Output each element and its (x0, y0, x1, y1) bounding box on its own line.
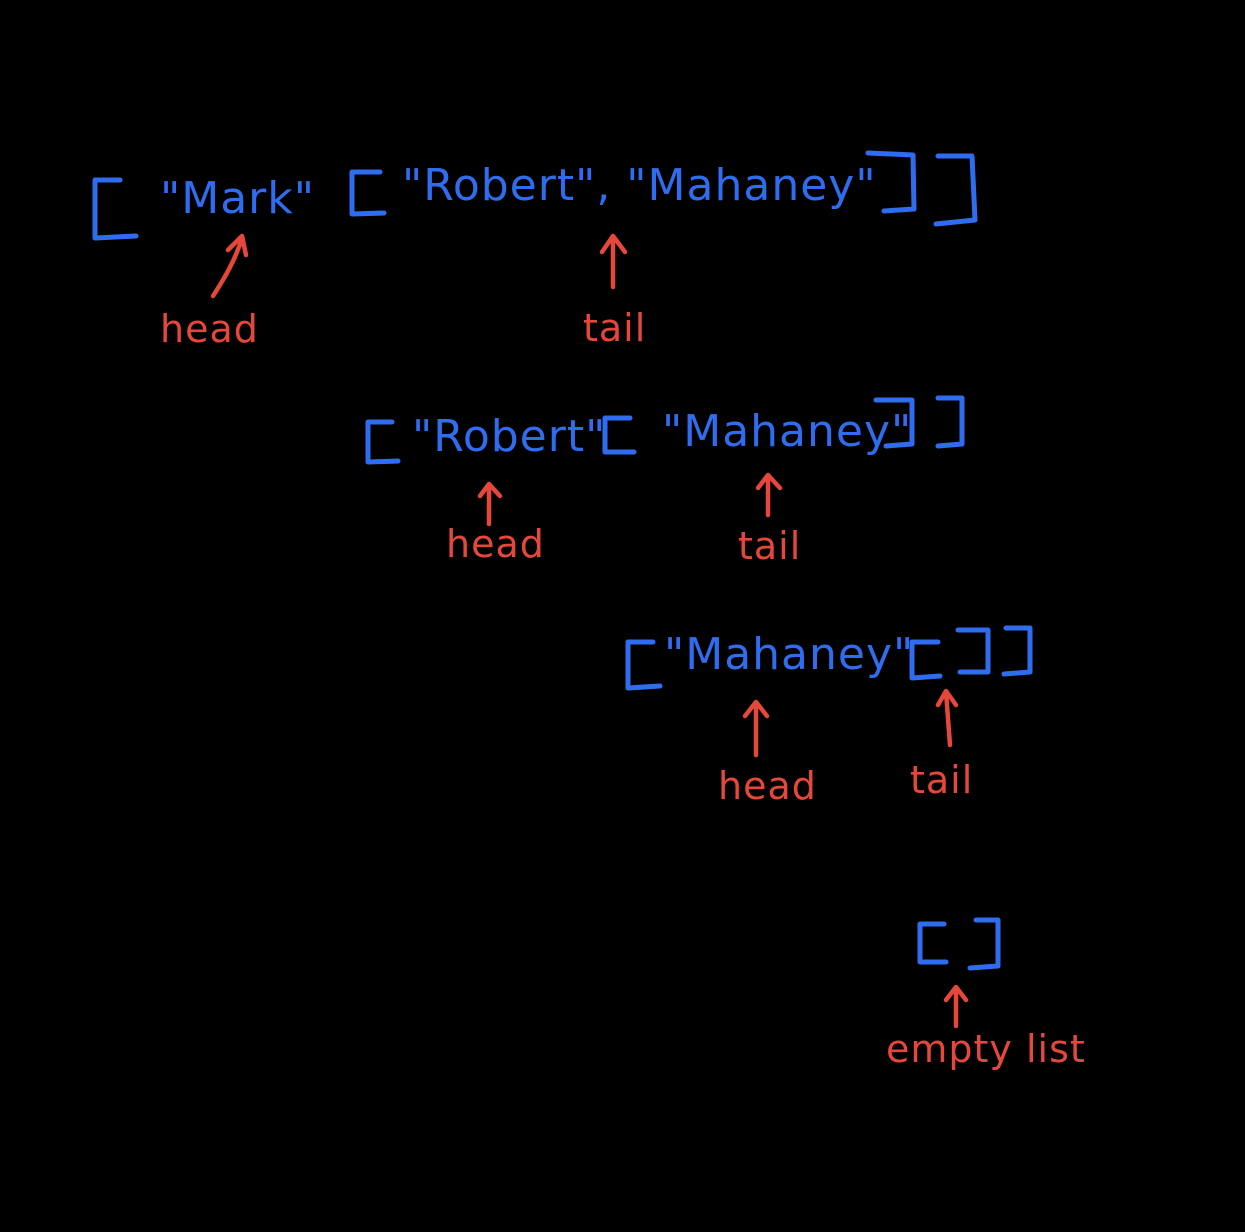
empty-list (917, 917, 1001, 971)
row-2-head-arrow (477, 481, 503, 527)
row-1: "Mark" "Robert", "Mahaney" (92, 150, 978, 241)
row-2-inner-close-bracket (873, 397, 915, 449)
row-3-annotations: head tail (718, 688, 973, 808)
row-2-tail-label: tail (738, 524, 801, 568)
row-2-tail-items: "Mahaney" (662, 406, 912, 457)
row-2-head-item: "Robert" (412, 411, 606, 462)
empty-list-arrow (943, 984, 969, 1029)
row-2-head-label: head (446, 522, 545, 566)
row-3-tail-arrow (935, 688, 959, 748)
row-1-head-item: "Mark" (160, 173, 315, 224)
row-3: "Mahaney" (625, 625, 1033, 691)
row-1-outer-close-bracket (933, 153, 978, 227)
row-1-outer-open-bracket (92, 177, 139, 241)
row-3-head-item: "Mahaney" (664, 629, 914, 680)
empty-list-annotations: empty list (886, 984, 1086, 1071)
row-1-inner-open-bracket (349, 169, 387, 217)
row-3-outer-open-bracket (625, 639, 663, 691)
row-2-outer-open-bracket (365, 419, 401, 465)
row-3-empty-list-close-bracket (955, 627, 991, 675)
empty-list-close-bracket (967, 917, 1001, 971)
row-1-tail-arrow (599, 233, 628, 290)
row-3-head-arrow (742, 699, 770, 758)
row-1-inner-close-bracket (865, 150, 917, 214)
row-1-head-label: head (160, 307, 259, 351)
row-1-head-arrow (210, 233, 249, 299)
row-3-outer-close-bracket (1001, 625, 1033, 677)
empty-list-open-bracket (917, 921, 949, 965)
row-1-tail-items: "Robert", "Mahaney" (402, 160, 877, 211)
row-2-annotations: head tail (446, 472, 801, 568)
row-2-tail-arrow (755, 472, 783, 518)
empty-list-label: empty list (886, 1027, 1086, 1071)
row-2-outer-close-bracket (935, 395, 965, 449)
row-3-empty-list-open-bracket (909, 639, 943, 681)
row-3-tail-label: tail (910, 758, 973, 802)
row-2: "Robert" "Mahaney" (365, 395, 965, 465)
row-1-annotations: head tail (160, 233, 646, 351)
row-3-head-label: head (718, 764, 817, 808)
row-1-tail-label: tail (583, 306, 646, 350)
row-2-inner-open-bracket (602, 415, 637, 455)
